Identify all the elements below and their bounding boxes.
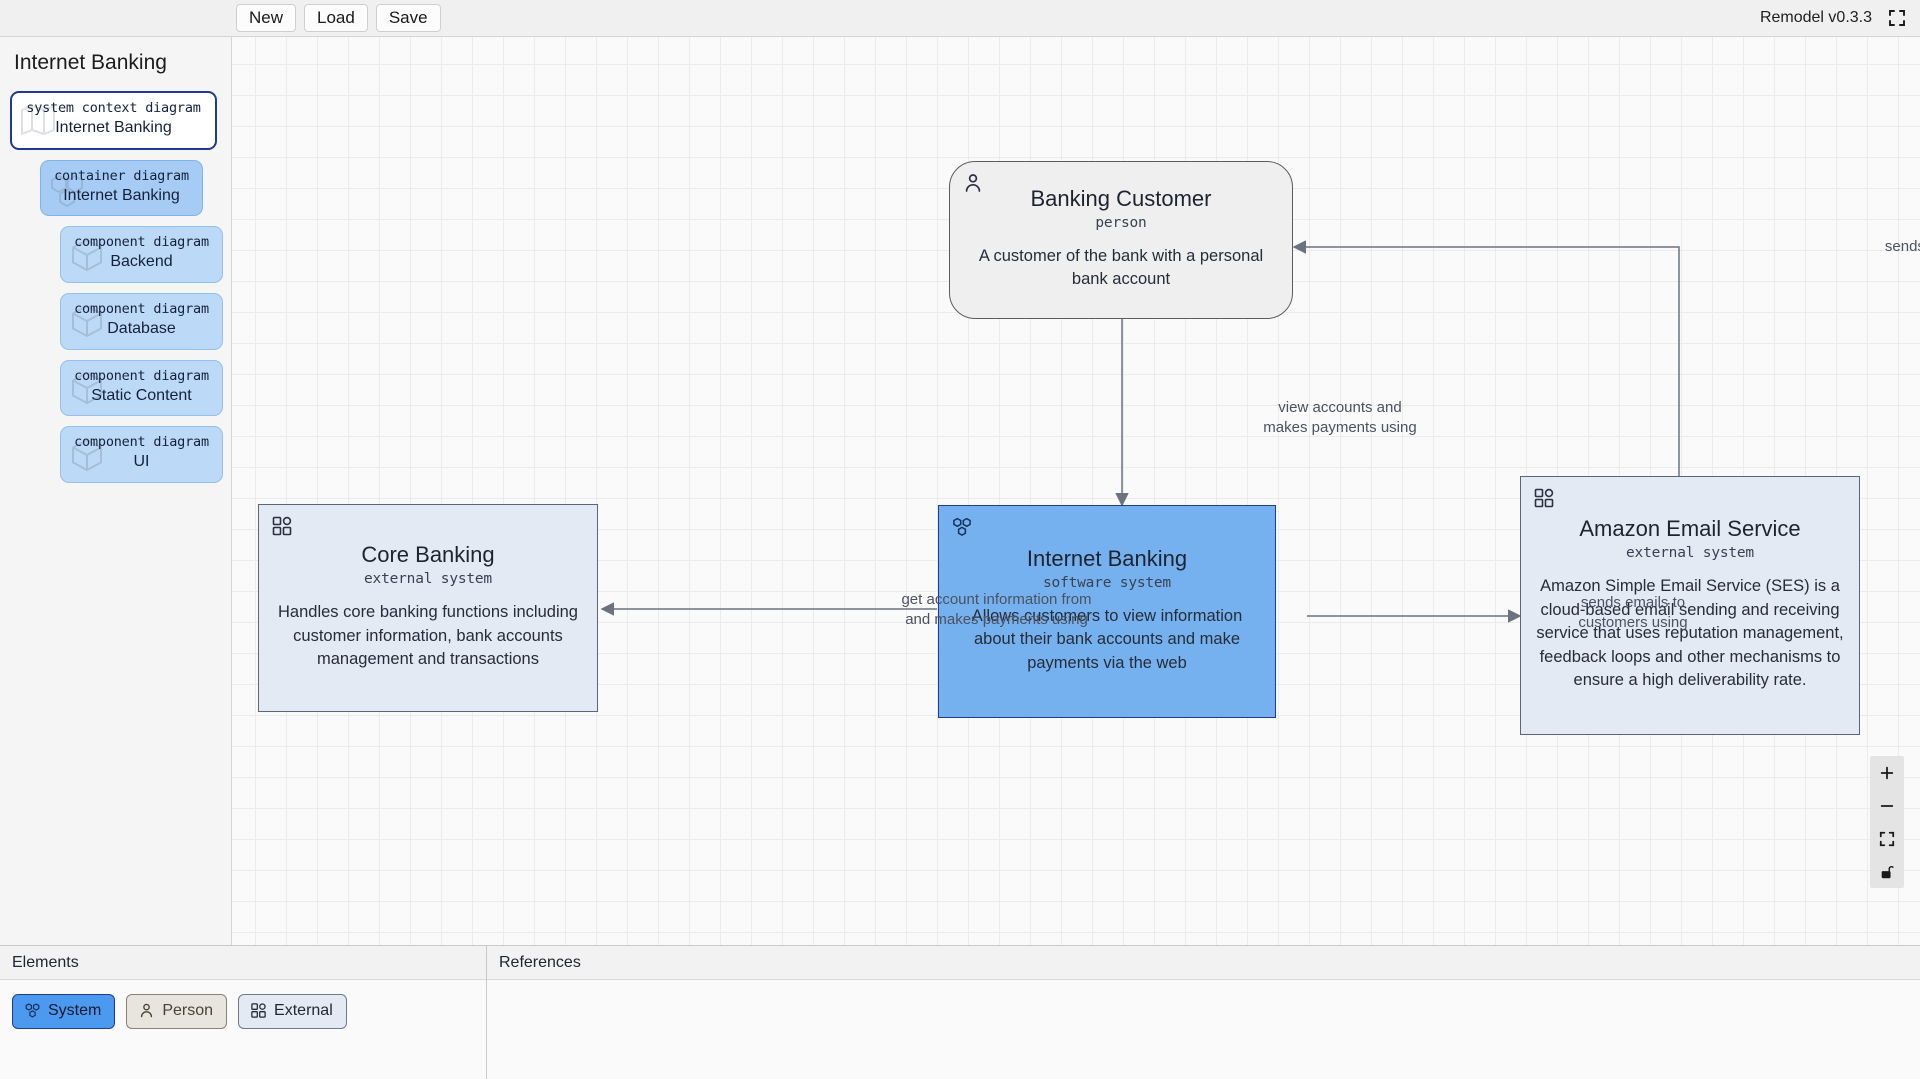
add-person-button[interactable]: Person xyxy=(126,994,228,1029)
fullscreen-icon[interactable] xyxy=(1888,9,1906,27)
top-toolbar: New Load Save Remodel v0.3.3 xyxy=(0,0,1920,37)
fit-view-button[interactable] xyxy=(1870,822,1904,855)
bottom-panels: Elements System xyxy=(0,945,1920,1079)
sidebar-item-label: Database xyxy=(107,319,176,337)
edge-label-customer-to-ib: view accounts and makes payments using xyxy=(1263,399,1417,436)
sidebar-item-label: UI xyxy=(133,453,150,471)
sidebar-item-kind: component diagram xyxy=(74,367,209,384)
sidebar-item-container-internet-banking[interactable]: container diagram Internet Banking xyxy=(40,159,203,217)
zoom-in-button[interactable] xyxy=(1870,756,1904,789)
system-icon xyxy=(951,516,973,538)
zoom-controls xyxy=(1870,756,1904,888)
sidebar-item-component-static-content[interactable]: component diagram Static Content xyxy=(60,359,223,417)
edge-layer xyxy=(600,240,1680,623)
workspace-title: Internet Banking xyxy=(14,51,167,74)
edge-label-ses-to-customer: sends emails to xyxy=(1884,238,1920,255)
node-description: A customer of the bank with a personal b… xyxy=(978,247,1264,289)
diagram-tree: system context diagram Internet Banking … xyxy=(0,91,231,484)
sidebar-item-label: Internet Banking xyxy=(55,118,172,136)
external-system-icon xyxy=(271,515,293,537)
sidebar: Internet Banking system context diagram … xyxy=(0,37,232,945)
edge-label-ib-to-core: get account information from and makes p… xyxy=(901,591,1092,628)
edge-ses-to-customer xyxy=(1292,240,1680,477)
node-banking-customer[interactable]: Banking Customer person A customer of th… xyxy=(949,161,1293,319)
references-panel-body xyxy=(487,980,1920,1079)
node-kind: external system xyxy=(364,571,492,588)
toolbar-left-spacer xyxy=(0,0,232,36)
node-title: Banking Customer xyxy=(1030,186,1212,212)
app-version-label: Remodel v0.3.3 xyxy=(1759,9,1872,26)
external-system-icon xyxy=(250,1002,267,1019)
edge-label-ib-to-ses: sends emails to customers using xyxy=(1578,594,1688,631)
add-person-label: Person xyxy=(162,1002,214,1019)
main-body: Internet Banking system context diagram … xyxy=(0,37,1920,945)
node-core-banking[interactable]: Core Banking external system Handles cor… xyxy=(258,504,598,712)
node-kind: external system xyxy=(1626,545,1754,562)
load-button[interactable]: Load xyxy=(304,3,368,33)
lock-toggle-button[interactable] xyxy=(1870,855,1904,888)
sidebar-item-component-ui[interactable]: component diagram UI xyxy=(60,426,223,484)
toolbar-right-group: Remodel v0.3.3 xyxy=(1760,9,1920,27)
diagram-canvas[interactable]: Banking Customer person A customer of th… xyxy=(232,37,1920,945)
node-title: Amazon Email Service xyxy=(1579,516,1801,542)
elements-panel: Elements System xyxy=(0,946,487,1079)
node-title: Internet Banking xyxy=(1026,545,1188,571)
sidebar-item-component-backend[interactable]: component diagram Backend xyxy=(60,226,223,284)
node-title: Core Banking xyxy=(361,542,495,568)
node-amazon-email-service[interactable]: Amazon Email Service external system Ama… xyxy=(1520,476,1860,735)
add-system-label: System xyxy=(48,1002,102,1019)
sidebar-item-kind: component diagram xyxy=(74,234,209,251)
add-system-button[interactable]: System xyxy=(12,994,116,1029)
sidebar-item-label: Backend xyxy=(110,253,173,271)
sidebar-item-component-database[interactable]: component diagram Database xyxy=(60,293,223,350)
node-kind: person xyxy=(1095,215,1147,232)
new-button[interactable]: New xyxy=(236,3,297,33)
sidebar-item-label: Internet Banking xyxy=(63,186,180,204)
add-external-button[interactable]: External xyxy=(238,994,347,1029)
person-icon xyxy=(962,172,984,194)
sidebar-item-kind: component diagram xyxy=(74,434,209,451)
node-internet-banking[interactable]: Internet Banking software system Allows … xyxy=(938,505,1276,718)
system-icon xyxy=(24,1002,41,1019)
node-description: Handles core banking functions including… xyxy=(278,603,578,669)
sidebar-item-kind: container diagram xyxy=(54,167,189,184)
elements-panel-body: System Person xyxy=(0,980,486,1079)
zoom-out-button[interactable] xyxy=(1870,789,1904,822)
sidebar-item-kind: component diagram xyxy=(74,301,209,318)
node-description: Allows customers to view information abo… xyxy=(971,606,1243,672)
add-external-label: External xyxy=(274,1002,333,1019)
sidebar-item-label: Static Content xyxy=(91,386,192,404)
references-panel: References xyxy=(487,946,1920,1079)
node-description: Amazon Simple Email Service (SES) is a c… xyxy=(1536,577,1844,690)
sidebar-item-kind: system context diagram xyxy=(26,100,201,116)
elements-panel-title: Elements xyxy=(0,946,486,980)
external-system-icon xyxy=(1533,487,1555,509)
person-icon xyxy=(138,1002,155,1019)
save-button[interactable]: Save xyxy=(375,3,441,33)
references-panel-title: References xyxy=(487,946,1920,980)
toolbar-button-group: New Load Save xyxy=(232,3,441,33)
sidebar-item-system-context-internet-banking[interactable]: system context diagram Internet Banking xyxy=(10,91,217,150)
node-kind: software system xyxy=(1043,574,1171,591)
